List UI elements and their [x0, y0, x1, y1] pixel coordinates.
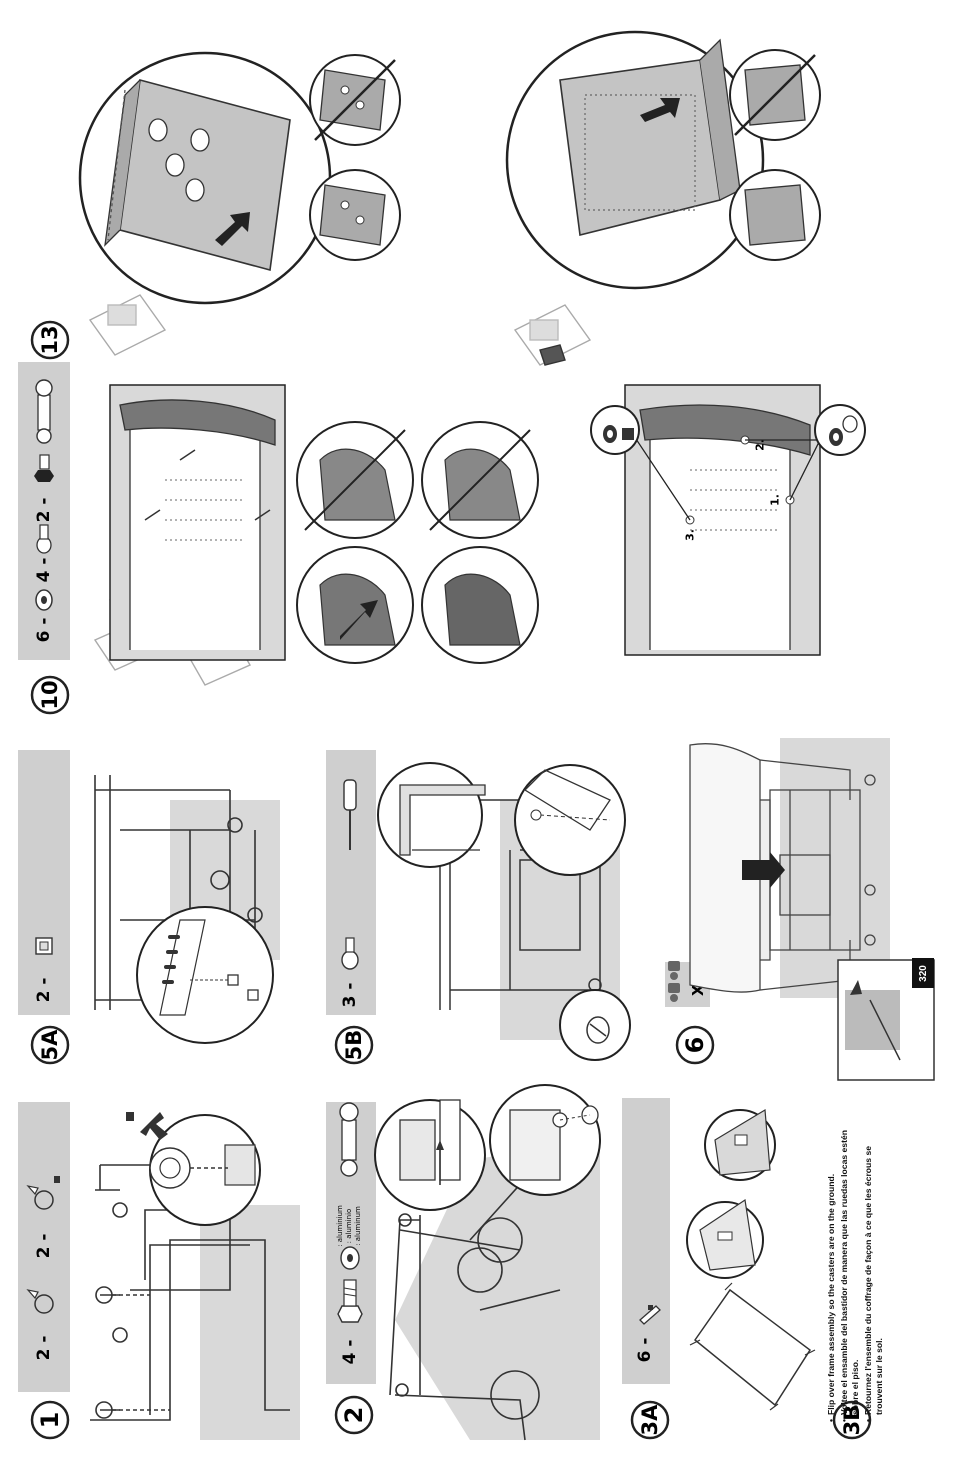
step-6-badge — [675, 1025, 715, 1065]
step-13-wrong-detail — [309, 54, 401, 146]
step-3b-panel: 3B — [832, 1400, 872, 1440]
step-13-wrong-detail-bottom — [729, 49, 821, 141]
step-5a-number: 5A — [38, 1029, 62, 1061]
step-10-detail-circles — [296, 421, 539, 664]
step-5b-detail-right — [514, 764, 626, 876]
step-3a-badge — [630, 1400, 670, 1440]
step-13-ok-detail-bottom — [729, 169, 821, 261]
step-3a-parts-bar — [622, 1098, 670, 1384]
person-icon — [668, 961, 680, 1002]
step-3a-qty: 6 - — [635, 1338, 655, 1363]
step-2-detail-top — [374, 1099, 486, 1211]
step-5a-panel: 5A 2 - — [18, 750, 280, 1065]
step-10-panel: 10 6 - 4 - 2 - — [18, 362, 866, 715]
step-2-frame-drawing — [389, 1139, 561, 1441]
step-1-parts-bar — [18, 1102, 70, 1392]
step-13-badge — [30, 320, 70, 360]
wrench-icon — [35, 379, 53, 444]
step-2-floor-shade — [395, 1140, 600, 1440]
step-1-qty-locking-caster: 2 - — [34, 1234, 54, 1259]
step-1-floor-shade — [200, 1205, 300, 1440]
step-3b-badge — [832, 1400, 872, 1440]
wrench-icon — [339, 1102, 359, 1177]
down-arrow-icon — [742, 852, 785, 888]
lift-arrow-icon — [140, 1112, 168, 1140]
locking-caster-icon — [26, 1176, 60, 1210]
step-5b-detail-top — [377, 762, 486, 868]
step-2-number: 2 — [340, 1407, 368, 1424]
screwdriver-icon — [343, 779, 357, 850]
washer-icon — [35, 589, 53, 611]
step-5b-badge — [334, 1025, 374, 1065]
step-2-badge — [334, 1395, 374, 1435]
step-10-lower-drawing: 2. 1. 3. — [590, 384, 866, 656]
step-6-inset — [837, 959, 935, 1081]
step-13-detail-top — [78, 51, 332, 305]
step-6-floor-shade — [780, 738, 890, 998]
step-5b-number: 5B — [342, 1030, 366, 1061]
step-1-qty-caster: 2 - — [34, 1336, 54, 1361]
step-13-detail-bottom — [505, 30, 765, 290]
step-5a-badge — [30, 1025, 70, 1065]
step-2-material-es: : aluminio — [345, 1209, 353, 1244]
step-5a-qty: 2 - — [34, 978, 54, 1003]
step-5b-panel: 5B 3 - — [326, 750, 631, 1065]
nut-icon — [34, 454, 54, 482]
washer-icon — [340, 1246, 360, 1270]
step-2-material-en: : aluminium — [336, 1205, 344, 1247]
step-5b-qty: 3 - — [340, 983, 360, 1008]
bolt-icon — [337, 1279, 363, 1323]
screw-icon — [341, 937, 359, 970]
step-3a-number: 3A — [638, 1404, 662, 1436]
step-6-panel: 6 X2 — [665, 738, 935, 1081]
step-5b-detail-bottom — [559, 989, 631, 1061]
step-6-number: 6 — [681, 1037, 709, 1054]
step-1-number: 1 — [36, 1412, 64, 1429]
step-10-qty-screw: 4 - — [34, 558, 54, 583]
step-5a-parts-bar — [18, 750, 70, 1015]
step-13-ok-detail — [309, 169, 401, 261]
step-2-material-fr: : aluminum — [354, 1206, 362, 1246]
screw-icon — [36, 524, 52, 554]
step-3a-panel: 3A 6 - — [622, 1098, 816, 1440]
step-10-badge — [30, 675, 70, 715]
step-13-orientation-thumbnails — [88, 294, 592, 366]
callout-2: 2. — [754, 439, 767, 451]
step-10-qty-nut: 2 - — [34, 498, 54, 523]
callout-3: 3. — [684, 529, 697, 541]
step-3b-number: 3B — [840, 1405, 864, 1436]
step-1-badge — [30, 1400, 70, 1440]
callout-1: 1. — [769, 494, 782, 506]
step-2-panel: 2 4 - : aluminium : aluminio : aluminum — [326, 1084, 601, 1441]
caster-icon — [26, 1289, 54, 1314]
step-10-number: 10 — [38, 680, 62, 709]
clip-icon — [639, 1305, 661, 1325]
step-2-detail-bottom — [489, 1084, 601, 1196]
step-10-qty-washer: 6 - — [34, 618, 54, 643]
step-1-detail-circle — [126, 1112, 261, 1226]
step-5a-detail-circle — [136, 906, 274, 1044]
cage-nut-icon — [35, 937, 53, 955]
step-10-main-drawing — [109, 384, 286, 661]
step-3a-panel-drawing — [686, 1108, 816, 1411]
step-13-number: 13 — [38, 325, 62, 354]
step-2-qty-bolt: 4 - — [340, 1340, 360, 1365]
step-13-panel: 13 — [30, 30, 821, 366]
step-1-panel: 1 2 - 2 - — [18, 1102, 300, 1440]
